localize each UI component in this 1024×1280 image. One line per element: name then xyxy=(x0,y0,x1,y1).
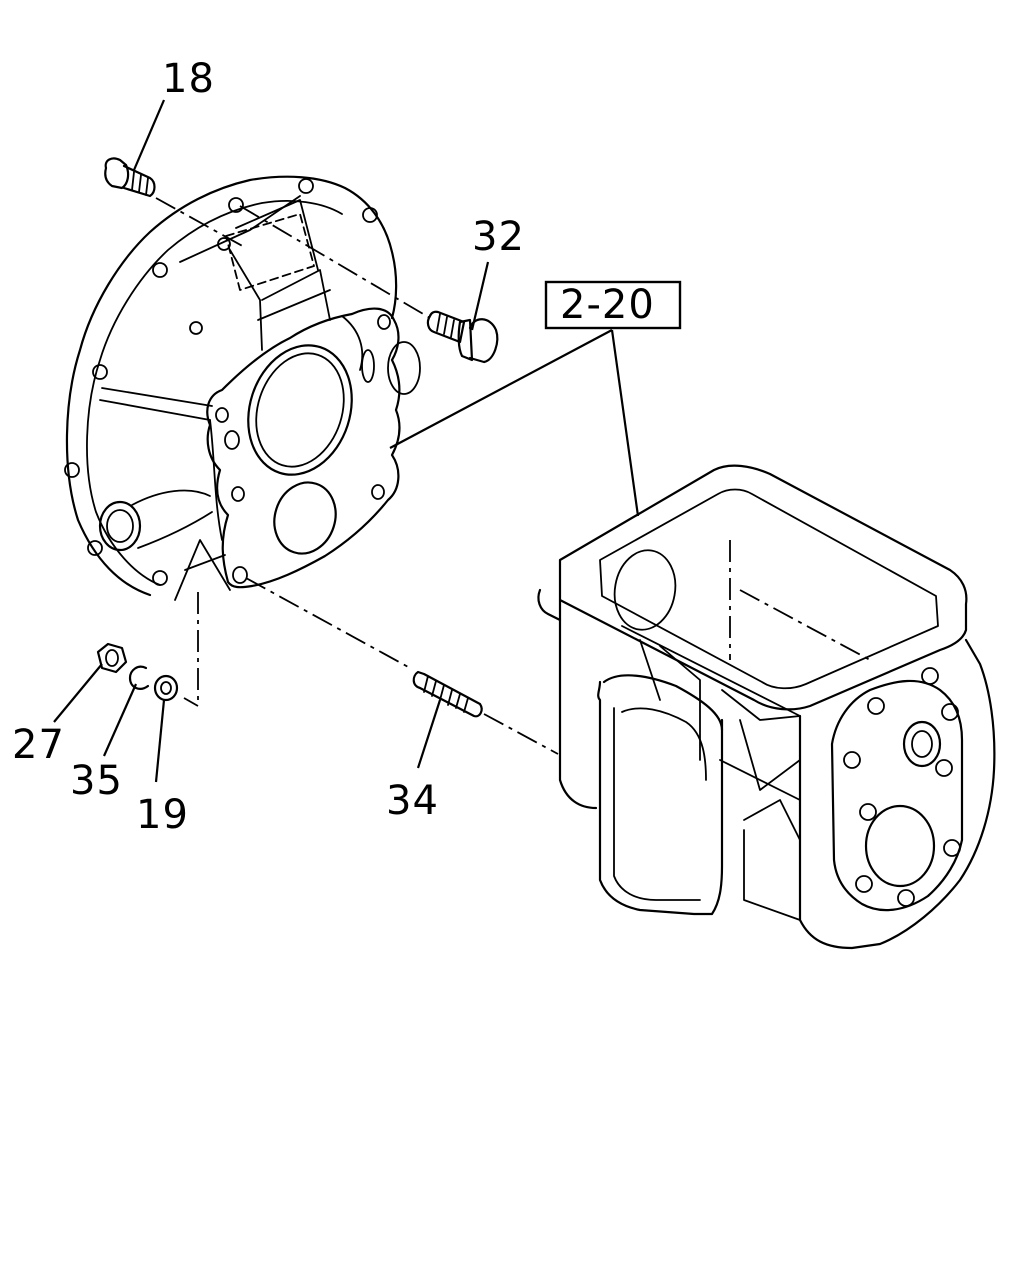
callout-27: 27 xyxy=(12,722,65,768)
bolt-32 xyxy=(426,310,499,364)
callout-ref-2-20: 2-20 xyxy=(560,282,655,328)
callout-34: 34 xyxy=(386,778,439,824)
callout-32: 32 xyxy=(472,214,525,260)
clutch-housing xyxy=(64,175,421,601)
leader-19 xyxy=(154,699,166,783)
leader-34 xyxy=(416,699,442,769)
alignment-line-washer xyxy=(183,592,199,708)
leader-ref-b xyxy=(610,329,640,517)
callout-35: 35 xyxy=(70,758,123,804)
callout-18: 18 xyxy=(162,56,215,102)
stud-34 xyxy=(412,670,483,718)
alignment-line-18 xyxy=(155,197,247,249)
leader-lines xyxy=(53,99,640,783)
leader-32 xyxy=(470,261,490,331)
reference-box xyxy=(544,280,682,330)
callout-19: 19 xyxy=(136,792,189,838)
snap-ring-35 xyxy=(128,665,150,690)
transmission-case xyxy=(537,464,996,950)
alignment-line-34b xyxy=(483,713,559,755)
alignment-line-32 xyxy=(239,205,431,319)
washer-19 xyxy=(153,674,179,702)
bolt-18 xyxy=(104,157,156,198)
leader-18 xyxy=(132,99,166,171)
leader-27 xyxy=(53,663,103,723)
alignment-line-34 xyxy=(245,577,411,669)
nut-27 xyxy=(96,642,128,674)
leader-ref-a xyxy=(389,329,613,449)
leader-35 xyxy=(102,683,138,757)
